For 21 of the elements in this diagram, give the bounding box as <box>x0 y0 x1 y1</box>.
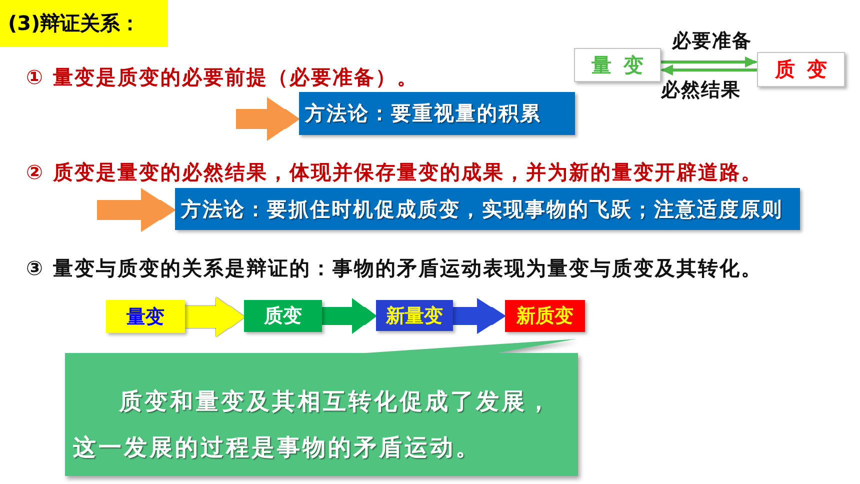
arrow <box>661 56 757 68</box>
block-arrow <box>322 298 376 334</box>
statement-text: ③ 量变与质变的关系是辩证的：事物的矛盾运动表现为量变与质变及其转化。 <box>26 255 762 281</box>
stage-box: 质变 <box>244 300 322 332</box>
title-banner: (3)辩证关系： <box>0 0 168 47</box>
stage-box: 新量变 <box>376 300 453 331</box>
method-note-box: 方法论：要重视量的积累 <box>299 92 575 135</box>
method-note-box: 方法论：要抓住时机促成质变，实现事物的飞跃；注意适度原则 <box>175 188 800 230</box>
edge-label: 必然结果 <box>660 78 742 102</box>
block-arrow <box>185 297 244 337</box>
stage-box: 量变 <box>106 300 185 333</box>
arrow <box>661 64 757 76</box>
concept-box: 质变 <box>757 52 845 87</box>
edge-label: 必要准备 <box>671 29 753 53</box>
statement-text: ① 量变是质变的必要前提（必要准备）。 <box>26 64 418 90</box>
block-arrow <box>236 97 299 141</box>
statement-text: ② 质变是量变的必然结果，体现并保存量变的成果，并为新的量变开辟道路。 <box>26 159 762 185</box>
callout-text: 质变和量变及其相互转化促成了发展，这一发展的过程是事物的矛盾运动。 <box>73 388 554 463</box>
block-arrow <box>97 188 175 232</box>
concept-box: 量变 <box>574 48 661 82</box>
stage-box: 新质变 <box>505 300 585 332</box>
